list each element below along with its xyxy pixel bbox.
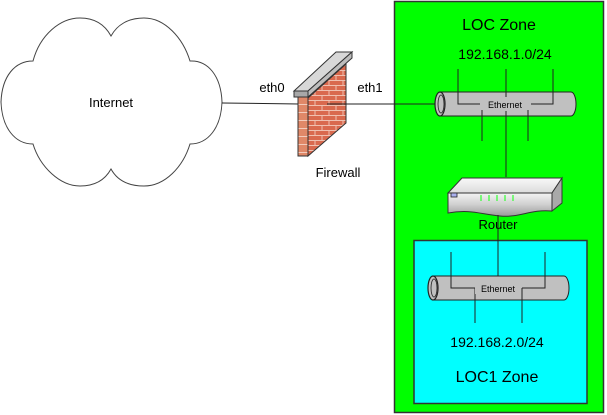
router-leds [480,195,514,201]
firewall-cap-front [293,90,309,98]
internet-label: Internet [89,95,133,110]
loc-ethernet-bus: Ethernet [434,69,577,177]
loc1-bus-pipe-end [427,275,439,301]
firewall-iface-eth0: eth0 [259,80,284,95]
loc1-bus-label: Ethernet [481,284,516,294]
firewall-label: Firewall [316,165,361,180]
bus-pipe-end [434,91,446,117]
firewall-cap-side [307,50,353,99]
firewall-wall-front [297,96,309,157]
loc1-zone-label: LOC1 Zone [456,369,539,386]
bus-drops [457,69,554,177]
router-indicator-icon [450,192,458,198]
link-internet-firewall [221,102,300,105]
router-top [446,177,563,194]
loc1-bus-drops [450,252,546,323]
firewall: eth0 eth1 Firewall [259,50,383,180]
internet-cloud: Internet [0,17,223,187]
cloud-icon [0,17,223,187]
firewall-iface-eth1: eth1 [357,80,382,95]
loc-zone-subnet: 192.168.1.0/24 [458,46,552,62]
router-side [551,176,563,213]
router-body [447,192,553,217]
loc-zone-label: LOC Zone [462,17,536,34]
loc1-zone-box [413,239,588,405]
router: Router [446,176,563,232]
loc1-zone: 192.168.2.0/24 LOC1 Zone [413,239,588,405]
loc-bus-label: Ethernet [488,100,523,110]
loc1-zone-subnet: 192.168.2.0/24 [450,334,544,350]
